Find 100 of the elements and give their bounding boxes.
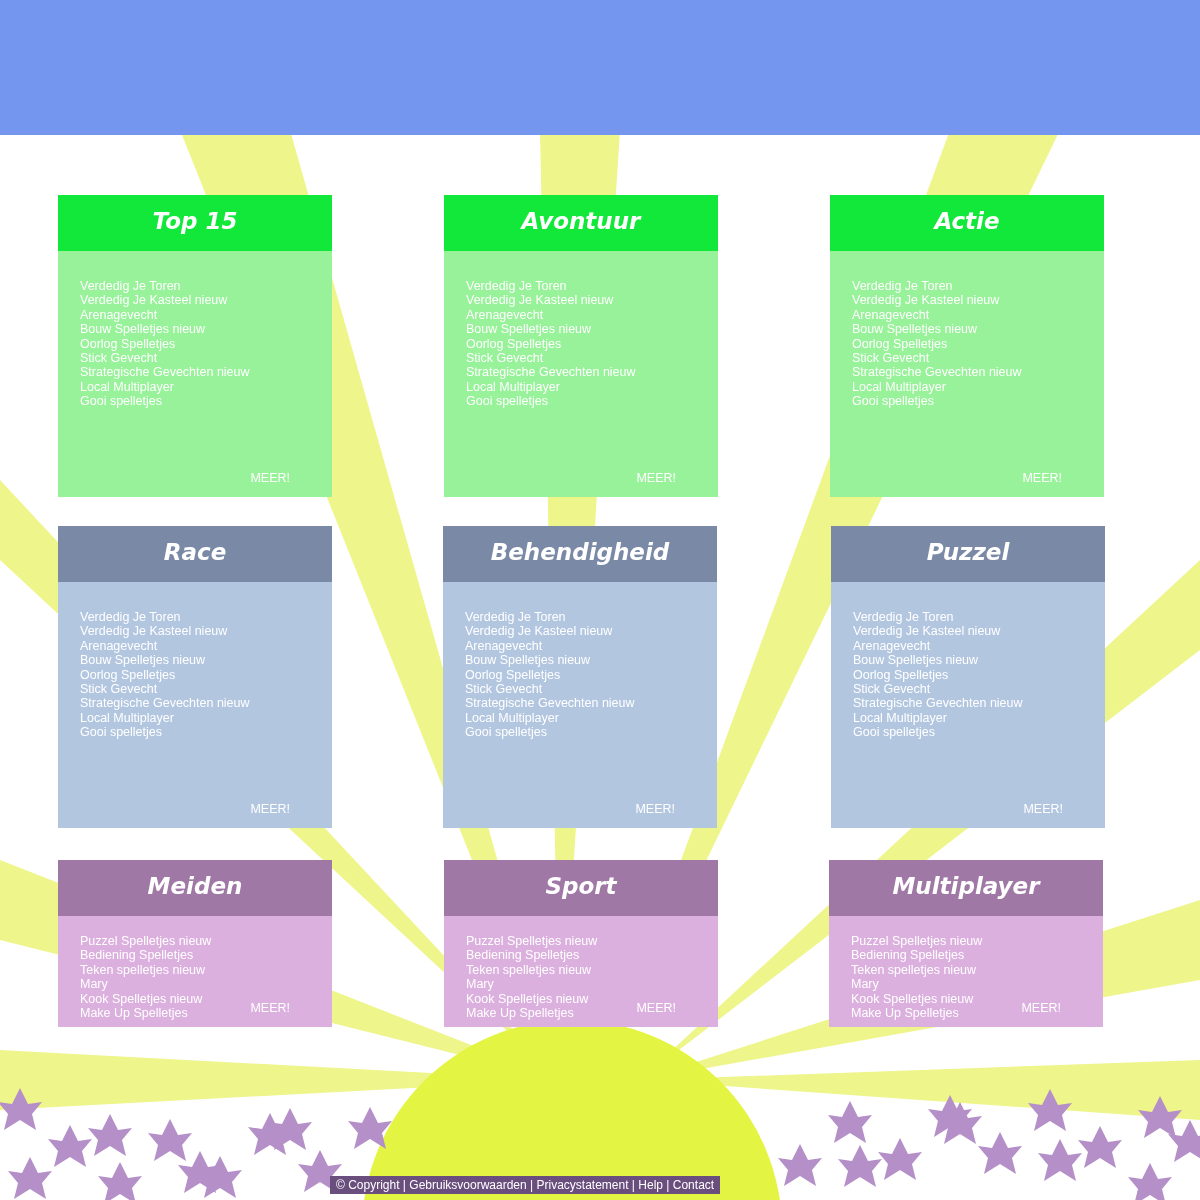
category-title: Avontuur [444, 195, 718, 251]
category-title: Puzzel [831, 526, 1105, 582]
more-link: MEER! [250, 471, 290, 485]
game-link: Puzzel Spelletjes nieuw [80, 934, 212, 948]
game-link: Mary [80, 977, 108, 992]
game-link: Gooi spelletjes [465, 725, 547, 740]
more-link: MEER! [1021, 1001, 1061, 1015]
game-link: Arenagevecht [465, 638, 543, 653]
game-link: Stick Gevecht [80, 682, 158, 696]
game-link: Mary [851, 977, 879, 992]
game-link: Local Multiplayer [80, 379, 174, 394]
category-panel [829, 860, 1103, 1027]
game-link: Make Up Spelletjes [851, 1006, 959, 1020]
game-link: Arenagevecht [853, 638, 931, 653]
game-link: Strategische Gevechten nieuw [853, 696, 1023, 711]
game-link: Verdedig Je Toren [853, 610, 954, 624]
category-panel [831, 526, 1105, 828]
game-link: Verdedig Je Toren [80, 279, 181, 293]
game-link: Verdedig Je Toren [852, 279, 953, 293]
game-link: Arenagevecht [80, 638, 158, 653]
game-link: Oorlog Spelletjes [80, 667, 176, 682]
game-link: Make Up Spelletjes [80, 1006, 188, 1020]
game-link: Bouw Spelletjes nieuw [852, 322, 978, 337]
game-link: Verdedig Je Kasteel nieuw [852, 293, 1000, 308]
more-link: MEER! [636, 471, 676, 485]
game-link: Stick Gevecht [853, 682, 931, 696]
game-link: Mary [466, 977, 494, 992]
game-link: Bouw Spelletjes nieuw [80, 322, 206, 337]
game-link: Verdedig Je Toren [466, 279, 567, 293]
category-panel [444, 860, 718, 1027]
game-link: Bouw Spelletjes nieuw [80, 653, 206, 668]
category-panel [58, 860, 332, 1027]
game-link: Teken spelletjes nieuw [466, 962, 592, 977]
more-link: MEER! [1022, 471, 1062, 485]
more-link: MEER! [1023, 802, 1063, 816]
game-link: Bediening Spelletjes [80, 948, 194, 963]
game-link: Arenagevecht [80, 307, 158, 322]
more-link: MEER! [635, 802, 675, 816]
game-link: Gooi spelletjes [853, 725, 935, 740]
game-link: Oorlog Spelletjes [466, 336, 562, 351]
game-link: Verdedig Je Kasteel nieuw [80, 293, 228, 308]
game-link: Stick Gevecht [80, 351, 158, 365]
game-link: Verdedig Je Kasteel nieuw [80, 624, 228, 639]
game-link: Kook Spelletjes nieuw [851, 991, 974, 1006]
category-title: Race [58, 526, 332, 582]
game-link: Strategische Gevechten nieuw [852, 365, 1022, 380]
category-title: Sport [444, 860, 718, 916]
category-panel [830, 195, 1104, 497]
game-link: Kook Spelletjes nieuw [466, 991, 589, 1006]
game-link: Gooi spelletjes [80, 725, 162, 740]
game-link: Local Multiplayer [852, 379, 946, 394]
category-title: Meiden [58, 860, 332, 916]
game-link: Teken spelletjes nieuw [851, 962, 977, 977]
category-panel [443, 526, 717, 828]
game-link: Bediening Spelletjes [851, 948, 965, 963]
category-panel [58, 526, 332, 828]
game-link: Oorlog Spelletjes [465, 667, 561, 682]
game-link: Strategische Gevechten nieuw [80, 696, 250, 711]
game-link: Local Multiplayer [466, 379, 560, 394]
more-link: MEER! [250, 802, 290, 816]
game-link: Bouw Spelletjes nieuw [853, 653, 979, 668]
game-link: Puzzel Spelletjes nieuw [851, 934, 983, 948]
game-link: Stick Gevecht [466, 351, 544, 365]
category-title: Multiplayer [829, 860, 1103, 916]
game-link: Verdedig Je Kasteel nieuw [466, 293, 614, 308]
game-link: Local Multiplayer [853, 710, 947, 725]
category-title: Top 15 [58, 195, 332, 251]
more-link: MEER! [250, 1001, 290, 1015]
game-link: Make Up Spelletjes [466, 1006, 574, 1020]
game-link: Stick Gevecht [465, 682, 543, 696]
game-link: Strategische Gevechten nieuw [466, 365, 636, 380]
footer-links: © Copyright | Gebruiksvoorwaarden | Privacystatement | Help | Contact [336, 1178, 715, 1192]
game-link: Gooi spelletjes [466, 394, 548, 409]
category-title: Actie [830, 195, 1104, 251]
game-link: Local Multiplayer [465, 710, 559, 725]
game-link: Verdedig Je Kasteel nieuw [465, 624, 613, 639]
game-link: Stick Gevecht [852, 351, 930, 365]
game-link: Arenagevecht [852, 307, 930, 322]
category-panel [58, 195, 332, 497]
game-link: Bouw Spelletjes nieuw [466, 322, 592, 337]
more-link: MEER! [636, 1001, 676, 1015]
game-link: Gooi spelletjes [80, 394, 162, 409]
game-link: Arenagevecht [466, 307, 544, 322]
game-link: Oorlog Spelletjes [853, 667, 949, 682]
game-link: Strategische Gevechten nieuw [80, 365, 250, 380]
game-link: Strategische Gevechten nieuw [465, 696, 635, 711]
game-link: Verdedig Je Kasteel nieuw [853, 624, 1001, 639]
game-link: Local Multiplayer [80, 710, 174, 725]
game-link: Gooi spelletjes [852, 394, 934, 409]
game-link: Teken spelletjes nieuw [80, 962, 206, 977]
game-link: Kook Spelletjes nieuw [80, 991, 203, 1006]
game-link: Bediening Spelletjes [466, 948, 580, 963]
game-link: Bouw Spelletjes nieuw [465, 653, 591, 668]
category-panel [444, 195, 718, 497]
category-title: Behendigheid [443, 526, 717, 582]
game-link: Oorlog Spelletjes [852, 336, 948, 351]
game-link: Verdedig Je Toren [80, 610, 181, 624]
game-link: Puzzel Spelletjes nieuw [466, 934, 598, 948]
game-link: Oorlog Spelletjes [80, 336, 176, 351]
game-link: Verdedig Je Toren [465, 610, 566, 624]
